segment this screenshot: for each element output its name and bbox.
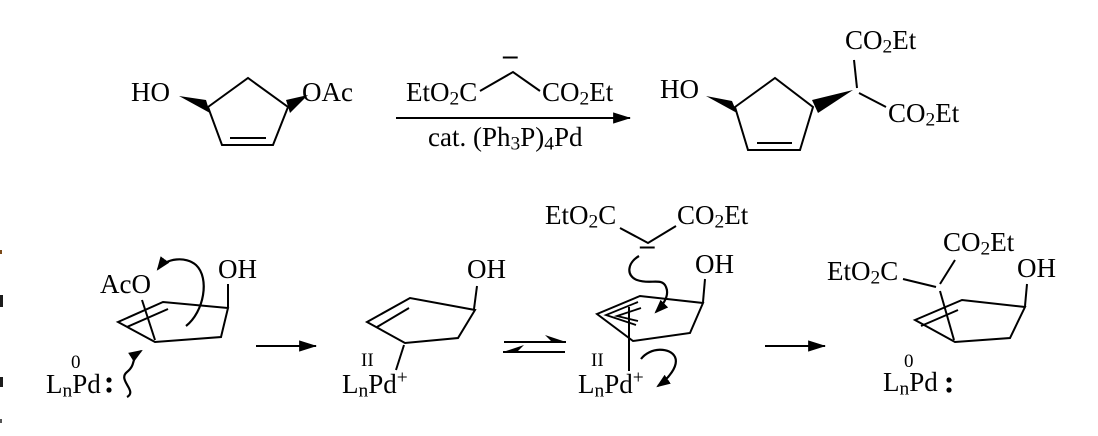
step2-structure <box>364 285 478 371</box>
step3-pd-complex-label: LnPd+ <box>578 367 644 402</box>
step4-pd-oxidation-state: 0 <box>904 351 914 372</box>
catalyst-label: cat. (Ph3P)4Pd <box>428 122 583 155</box>
reactant-wedge-ho <box>179 96 210 113</box>
step1-curved-arrow <box>156 256 205 327</box>
nucleophile-right-ester-label: CO2Et <box>542 77 614 110</box>
step1-structure <box>106 256 230 398</box>
step4-bond-ester-up <box>939 259 956 285</box>
product-ho-label: HO <box>660 74 699 104</box>
edge-artifact <box>0 250 2 254</box>
step3-charge-label: – <box>640 229 655 261</box>
step2-double-bond-inner <box>376 307 410 328</box>
step2-pd-oxidation-state: II <box>361 350 374 371</box>
product-wedge-ch <box>812 90 853 113</box>
lone-pair-dot <box>946 387 952 393</box>
product-bond-ester-up <box>853 59 858 89</box>
edge-artifact <box>0 295 3 307</box>
step4-pd-complex-label: LnPd <box>883 367 938 400</box>
lone-pair-dot <box>946 377 952 383</box>
lone-pair-dots <box>946 377 952 393</box>
reactant-oac-label: OAc <box>302 77 353 107</box>
malonate-skeleton <box>479 70 541 92</box>
step3-allyl-chevron-outer <box>603 301 639 326</box>
step3-malonate-skeleton <box>619 225 677 245</box>
product-ester-lower-label: CO2Et <box>888 98 960 131</box>
step4-ring <box>912 298 1027 344</box>
step4-double-bond-inner <box>920 309 959 327</box>
step1-ring <box>115 300 230 344</box>
equilibrium-arrows <box>503 335 566 353</box>
step2-pd-complex-label: LnPd+ <box>342 367 408 402</box>
edge-artifact <box>0 419 2 423</box>
step1-aco-label: AcO <box>100 269 151 299</box>
edge-artifact <box>0 377 3 387</box>
step3-bond-oh <box>702 278 706 303</box>
step1-bond-oac <box>141 299 156 341</box>
product-wedge-ho <box>706 96 737 113</box>
equilibrium-bottom-barb <box>503 345 524 352</box>
step4-bond-ch-ring <box>939 290 955 341</box>
step1-squiggle-arrow <box>123 349 143 398</box>
step4-oh-label: OH <box>1017 253 1056 283</box>
step1-pd-complex-label: LnPd <box>46 369 101 402</box>
step1-oh-label: OH <box>218 254 257 284</box>
reaction-arrow-group <box>396 70 632 124</box>
reactant-ring <box>206 76 290 146</box>
step3-pd-oxidation-state: II <box>591 350 604 371</box>
nucleophile-left-ester-label: EtO2C <box>406 77 478 110</box>
step3-attack-arrow <box>628 255 669 314</box>
step2-oh-label: OH <box>467 254 506 284</box>
step1-pd-oxidation-state: 0 <box>71 352 81 373</box>
lone-pair-dots <box>106 377 112 393</box>
step4-bond-ester-left <box>902 278 937 288</box>
nucleophile-charge-label: – <box>503 39 518 71</box>
step3-ring <box>595 294 705 343</box>
step4-structure <box>902 259 1028 393</box>
equilibrium-top-barb <box>545 335 566 342</box>
step4-ester-left-label: EtO2C <box>827 256 899 289</box>
step3-allyl-chevron-inner <box>613 307 642 322</box>
reactant-ho-label: HO <box>131 77 170 107</box>
edge-artifacts <box>0 250 3 423</box>
step3-ester-left-label: EtO2C <box>545 200 617 233</box>
step3-pd-arrow <box>640 348 677 388</box>
reactant-wedge-oac <box>286 95 308 113</box>
step3-ester-right-label: CO2Et <box>677 200 749 233</box>
product-ester-upper-label: CO2Et <box>845 25 917 58</box>
step3-structure <box>595 225 706 388</box>
step2-ring <box>364 296 477 345</box>
lone-pair-dot <box>106 377 112 383</box>
step3-oh-label: OH <box>695 249 734 279</box>
lone-pair-dot <box>106 387 112 393</box>
step4-bond-oh <box>1024 283 1028 307</box>
product-bond-ester-down <box>858 92 887 108</box>
product-structure <box>706 59 887 151</box>
step4-ester-upper-label: CO2Et <box>943 227 1015 260</box>
step2-bond-oh <box>473 285 478 310</box>
product-ring <box>733 76 815 151</box>
reactant-structure <box>179 76 308 146</box>
step2-bond-pd <box>395 344 405 371</box>
